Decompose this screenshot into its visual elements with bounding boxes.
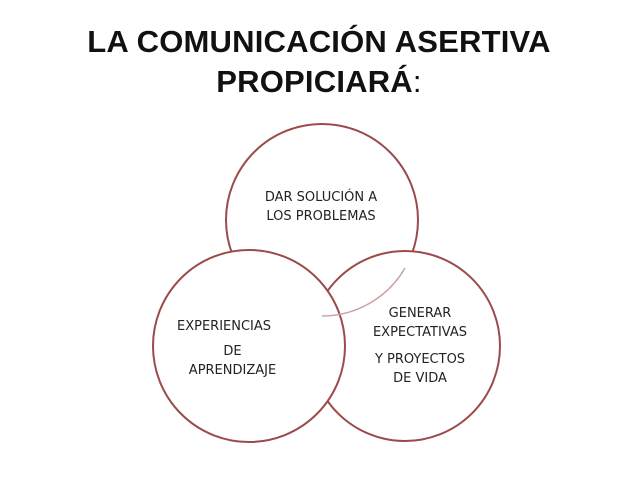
circle-left-label-line: DE: [223, 344, 242, 359]
slide-title: LA COMUNICACIÓN ASERTIVA PROPICIARÁ:: [0, 22, 638, 102]
title-line-2: PROPICIARÁ:: [0, 62, 638, 102]
circle-left: [152, 249, 346, 443]
circle-left-label: EXPERIENCIAS DE APRENDIZAJE: [160, 317, 305, 380]
circle-top-label: DAR SOLUCIÓN A LOS PROBLEMAS: [236, 188, 406, 226]
circle-right-label-line: DE VIDA: [393, 371, 447, 386]
circle-top-label-line: LOS PROBLEMAS: [266, 209, 376, 224]
title-line-2-text: PROPICIARÁ: [216, 64, 413, 99]
title-colon: :: [412, 64, 422, 99]
label-spacer: [340, 342, 500, 350]
circle-right-label-line: GENERAR: [388, 306, 452, 321]
circle-right-label: GENERAR EXPECTATIVAS Y PROYECTOS DE VIDA: [340, 304, 500, 388]
title-line-1: LA COMUNICACIÓN ASERTIVA: [87, 24, 551, 59]
circle-left-label-line: APRENDIZAJE: [188, 363, 277, 378]
circle-top-overlap-arc: [321, 267, 406, 317]
circle-right-label-line: EXPECTATIVAS: [372, 325, 468, 340]
circle-left-label-line: EXPERIENCIAS: [177, 319, 272, 334]
circle-right-label-line: Y PROYECTOS: [374, 352, 466, 367]
circle-top-label-line: DAR SOLUCIÓN A: [264, 190, 378, 205]
